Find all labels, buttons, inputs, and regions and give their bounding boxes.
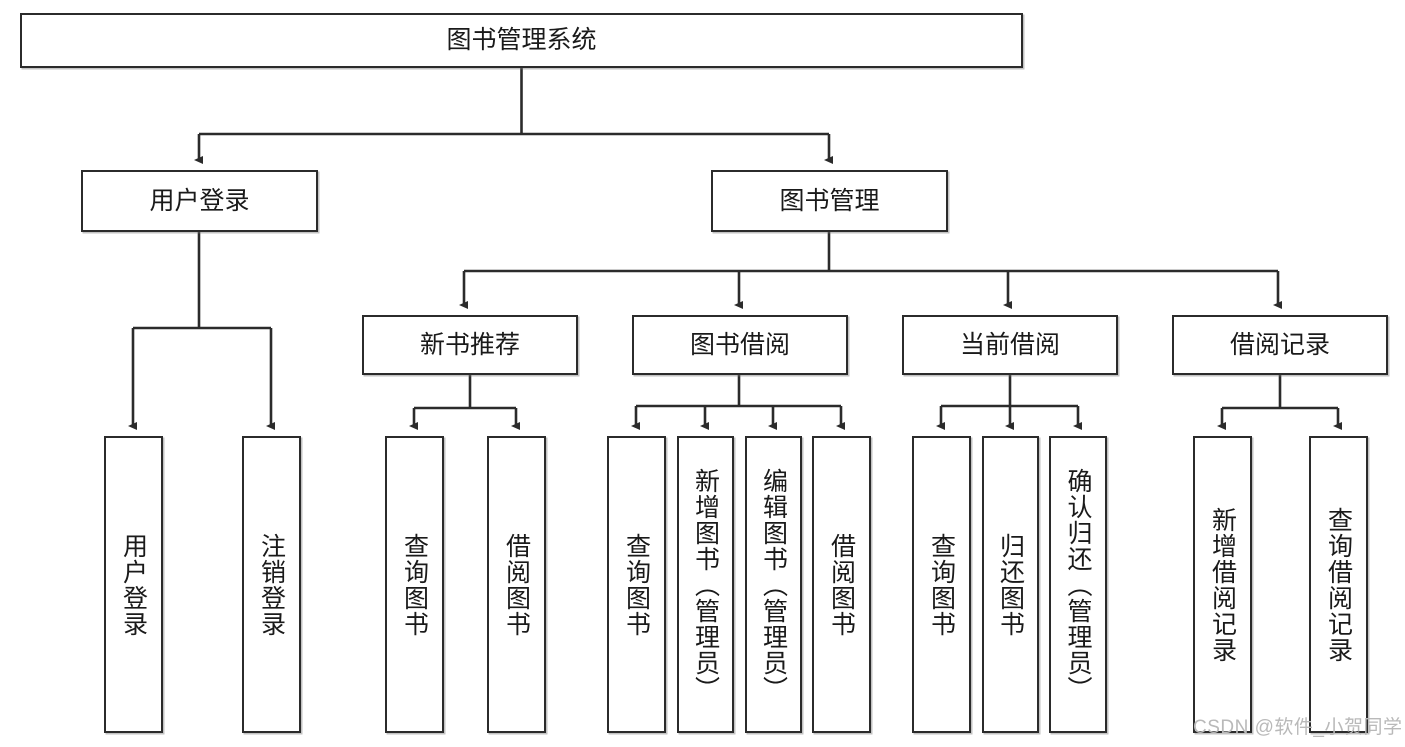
node-label: 用户登录 xyxy=(149,186,250,215)
leaf-user-login[interactable]: 用户登录 xyxy=(104,436,163,733)
node-label: 注销登录 xyxy=(257,532,286,637)
leaf-edit-book-admin[interactable]: 编辑图书（管理员） xyxy=(745,436,802,733)
node-label: 查询借阅记录 xyxy=(1324,506,1353,663)
node-label: 确认归还（管理员） xyxy=(1064,467,1092,702)
leaf-query-book-current[interactable]: 查询图书 xyxy=(912,436,971,733)
leaf-add-book-admin[interactable]: 新增图书（管理员） xyxy=(677,436,734,733)
leaf-borrow-book-recommend[interactable]: 借阅图书 xyxy=(487,436,546,733)
leaf-add-borrow-record[interactable]: 新增借阅记录 xyxy=(1193,436,1252,733)
node-label: 查询图书 xyxy=(400,532,429,637)
node-label: 新书推荐 xyxy=(419,330,520,359)
node-label: 新增借阅记录 xyxy=(1208,506,1237,663)
node-user-login[interactable]: 用户登录 xyxy=(81,170,318,232)
leaf-confirm-return-admin[interactable]: 确认归还（管理员） xyxy=(1049,436,1107,733)
node-label: 借阅图书 xyxy=(827,532,856,637)
node-label: 用户登录 xyxy=(119,532,148,637)
node-label: 归还图书 xyxy=(996,532,1025,637)
node-book-borrow[interactable]: 图书借阅 xyxy=(632,315,848,375)
leaf-logout[interactable]: 注销登录 xyxy=(242,436,301,733)
node-borrow-record[interactable]: 借阅记录 xyxy=(1172,315,1388,375)
leaf-query-book-borrow[interactable]: 查询图书 xyxy=(607,436,666,733)
leaf-query-borrow-record[interactable]: 查询借阅记录 xyxy=(1309,436,1368,733)
leaf-query-book-recommend[interactable]: 查询图书 xyxy=(385,436,444,733)
node-label: 新增图书（管理员） xyxy=(691,467,720,702)
leaf-return-book[interactable]: 归还图书 xyxy=(982,436,1039,733)
node-label: 图书管理 xyxy=(779,186,880,215)
node-label: 查询图书 xyxy=(927,532,956,637)
node-book-management[interactable]: 图书管理 xyxy=(711,170,948,232)
csdn-watermark: CSDN @软件_小贺同学 xyxy=(1193,717,1403,738)
leaf-borrow-book[interactable]: 借阅图书 xyxy=(812,436,871,733)
node-label: 查询图书 xyxy=(622,532,651,637)
node-label: 当前借阅 xyxy=(959,330,1060,359)
node-current-borrow[interactable]: 当前借阅 xyxy=(902,315,1118,375)
node-new-book-recommend[interactable]: 新书推荐 xyxy=(362,315,578,375)
node-label: 图书管理系统 xyxy=(446,26,597,54)
node-label: 图书借阅 xyxy=(689,330,790,359)
node-label: 编辑图书（管理员） xyxy=(759,467,788,702)
node-label: 借阅记录 xyxy=(1229,330,1330,359)
node-label: 借阅图书 xyxy=(502,532,531,637)
node-root-system[interactable]: 图书管理系统 xyxy=(20,13,1023,68)
